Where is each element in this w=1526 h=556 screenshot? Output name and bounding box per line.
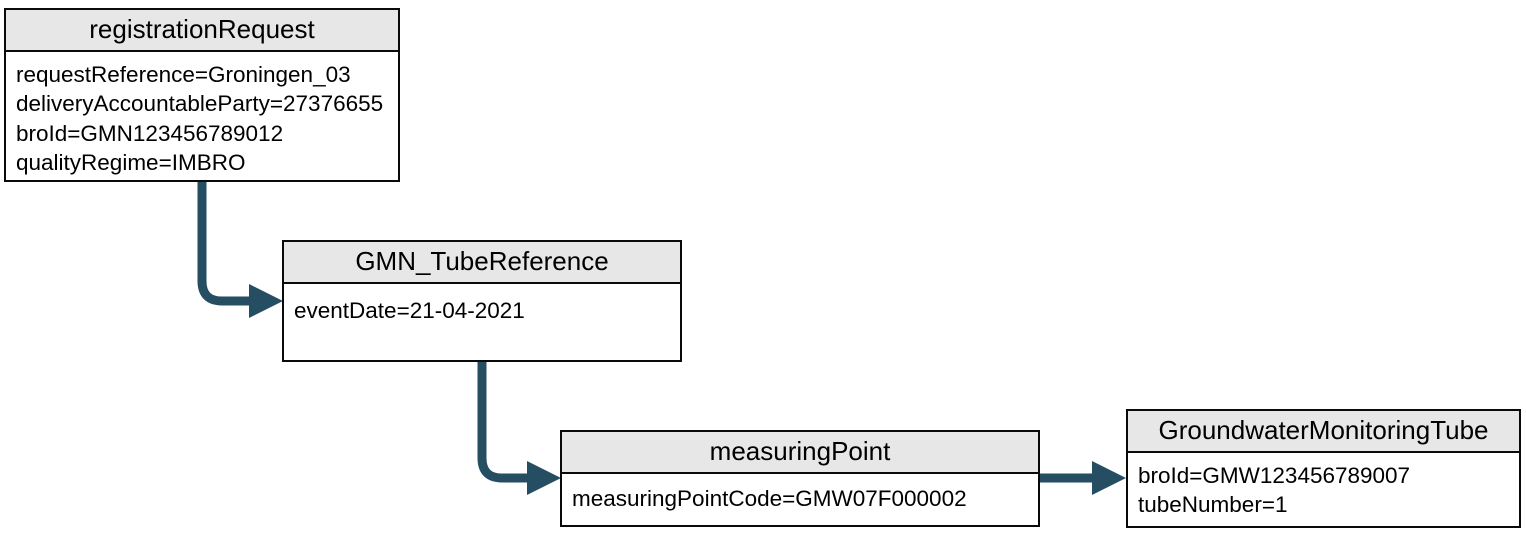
arrow-registration-to-tuberef-head <box>249 284 283 318</box>
node-field: qualityRegime=IMBRO <box>16 149 246 175</box>
node-field: measuringPointCode=GMW07F000002 <box>572 486 967 511</box>
node-groundwater-monitoring-tube: GroundwaterMonitoringTube broId=GMW12345… <box>1126 409 1521 528</box>
arrow-registration-to-tuberef-line <box>197 182 252 306</box>
node-title: GMN_TubeReference <box>284 242 680 284</box>
node-measuring-point: measuringPoint measuringPointCode=GMW07F… <box>560 430 1040 527</box>
arrow-measuringpoint-to-gwtube-head <box>1092 461 1126 495</box>
node-body: eventDate=21-04-2021 <box>284 284 680 331</box>
arrow-tuberef-to-measuringpoint-head <box>527 461 561 495</box>
node-body: requestReference=Groningen_03 deliveryAc… <box>6 52 398 183</box>
node-title: registrationRequest <box>6 10 398 52</box>
node-title: GroundwaterMonitoringTube <box>1128 411 1519 453</box>
node-field: broId=GMW123456789007 <box>1138 463 1411 488</box>
node-gmn-tube-reference: GMN_TubeReference eventDate=21-04-2021 <box>282 240 682 362</box>
node-body: measuringPointCode=GMW07F000002 <box>562 474 1038 519</box>
node-title: measuringPoint <box>562 432 1038 474</box>
node-field: tubeNumber=1 <box>1138 492 1288 518</box>
node-field: requestReference=Groningen_03 <box>16 62 351 87</box>
node-body: broId=GMW123456789007 tubeNumber=1 <box>1128 453 1519 526</box>
node-field: eventDate=21-04-2021 <box>294 298 525 323</box>
node-field: deliveryAccountableParty=27376655 <box>16 91 384 117</box>
node-field: broId=GMN123456789012 <box>16 120 284 146</box>
arrow-tuberef-to-measuringpoint-line <box>477 362 530 483</box>
node-registration-request: registrationRequest requestReference=Gro… <box>4 8 400 182</box>
